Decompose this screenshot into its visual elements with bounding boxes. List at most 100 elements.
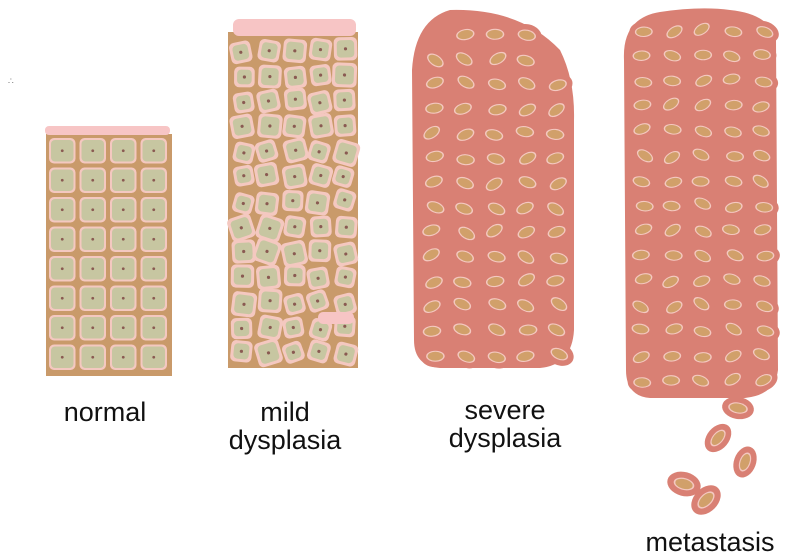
label-metastasis-line-1: metastasis <box>632 528 788 556</box>
mild-cell-group <box>231 239 256 264</box>
mild-cell-group <box>280 239 309 268</box>
normal-nucleus <box>91 208 94 211</box>
mild-cell-group <box>231 264 255 288</box>
normal-nucleus <box>152 356 155 359</box>
normal-nucleus <box>152 238 155 241</box>
normal-nucleus <box>61 179 64 182</box>
severe-cell-group <box>420 345 450 367</box>
normal-nucleus <box>91 238 94 241</box>
metastasis-detached-cell-group <box>720 394 755 421</box>
normal-nucleus <box>122 208 125 211</box>
mild-cell-group <box>282 190 304 212</box>
normal-nucleus <box>152 208 155 211</box>
severe-cell-group <box>480 23 510 45</box>
label-normal-line-1: normal <box>40 398 170 426</box>
metastasis-detached-cell-group <box>699 419 736 458</box>
normal-nucleus <box>122 238 125 241</box>
mild-cell-group <box>234 67 255 88</box>
normal-nucleus <box>152 267 155 270</box>
corner-mark: ∴ <box>8 76 14 87</box>
label-severe-line-1: severe <box>415 396 595 424</box>
mild-cell-group <box>282 114 307 139</box>
mild-cell-group <box>256 264 282 290</box>
mild-surface-layer <box>233 19 356 36</box>
normal-nucleus <box>122 149 125 152</box>
label-mild-line-1: mild <box>205 398 365 426</box>
normal-nucleus <box>61 356 64 359</box>
normal-nucleus <box>61 149 64 152</box>
normal-nucleus <box>152 326 155 329</box>
normal-nucleus <box>61 238 64 241</box>
mild-cell-group <box>334 37 358 61</box>
mild-cell-group <box>282 38 308 64</box>
normal-nucleus <box>91 267 94 270</box>
normal-nucleus <box>61 208 64 211</box>
mild-cell-group <box>230 291 257 318</box>
severe-dysplasia-column <box>412 10 578 373</box>
mild-cell-group <box>332 62 358 88</box>
normal-tissue-column <box>45 126 172 376</box>
metastasis-cell-group <box>689 45 718 66</box>
normal-nucleus <box>122 179 125 182</box>
label-severe-dysplasia: severe dysplasia <box>415 396 595 452</box>
normal-nucleus <box>91 326 94 329</box>
mild-nucleus <box>243 75 246 78</box>
mild-cell-group <box>308 37 333 62</box>
severe-nucleus <box>428 352 444 361</box>
mild-cell-group <box>281 163 308 190</box>
mild-cell-group <box>283 87 307 111</box>
normal-nucleus <box>122 356 125 359</box>
normal-nucleus <box>91 149 94 152</box>
normal-nucleus <box>61 297 64 300</box>
mild-cell-group <box>232 91 255 114</box>
mild-cell-group <box>257 288 282 313</box>
normal-nucleus <box>91 356 94 359</box>
metastasis-column <box>623 8 782 520</box>
mild-cell-group <box>281 316 305 340</box>
mild-cell-group <box>304 190 331 217</box>
label-mild-line-2: dysplasia <box>205 426 365 454</box>
mild-cell-group <box>309 63 332 86</box>
label-normal: normal <box>40 398 170 426</box>
mild-cell-group <box>283 215 307 239</box>
mild-cell-group <box>230 340 253 363</box>
label-mild-dysplasia: mild dysplasia <box>205 398 365 454</box>
normal-nucleus <box>61 267 64 270</box>
mild-cell-group <box>257 314 284 341</box>
mild-cell-group <box>333 265 357 289</box>
mild-cell-group <box>283 65 307 89</box>
mild-cell-group <box>228 40 253 65</box>
mild-cell-group <box>306 266 331 291</box>
normal-nucleus <box>122 297 125 300</box>
normal-nucleus <box>91 297 94 300</box>
normal-nucleus <box>91 179 94 182</box>
normal-surface-layer <box>45 126 170 135</box>
normal-nucleus <box>122 326 125 329</box>
normal-nucleus <box>152 297 155 300</box>
normal-nucleus <box>61 326 64 329</box>
mild-cell-group <box>310 215 333 238</box>
mild-cell-group <box>257 38 282 63</box>
mild-cell-group <box>257 113 283 139</box>
mild-cell-group <box>335 215 359 239</box>
mild-cell-group <box>333 89 356 112</box>
mild-cell-group <box>333 114 356 137</box>
mild-cell-group <box>229 113 256 140</box>
mild-cell-group <box>258 64 282 88</box>
normal-nucleus <box>122 267 125 270</box>
mild-cell-group <box>254 191 280 217</box>
label-severe-line-2: dysplasia <box>415 424 595 452</box>
metastasis-nucleus <box>696 51 711 59</box>
mild-dysplasia-column <box>226 19 362 368</box>
normal-nucleus <box>152 179 155 182</box>
normal-nucleus <box>152 149 155 152</box>
metastasis-detached-cell-group <box>729 443 761 481</box>
mild-cell-group <box>284 264 306 286</box>
mild-cell-group <box>308 239 331 262</box>
mild-pink-patch <box>318 312 354 324</box>
mild-cell-group <box>232 164 255 187</box>
mild-cell-group <box>231 318 253 340</box>
mild-cell-group <box>253 161 280 188</box>
mild-cell-group <box>307 112 334 139</box>
